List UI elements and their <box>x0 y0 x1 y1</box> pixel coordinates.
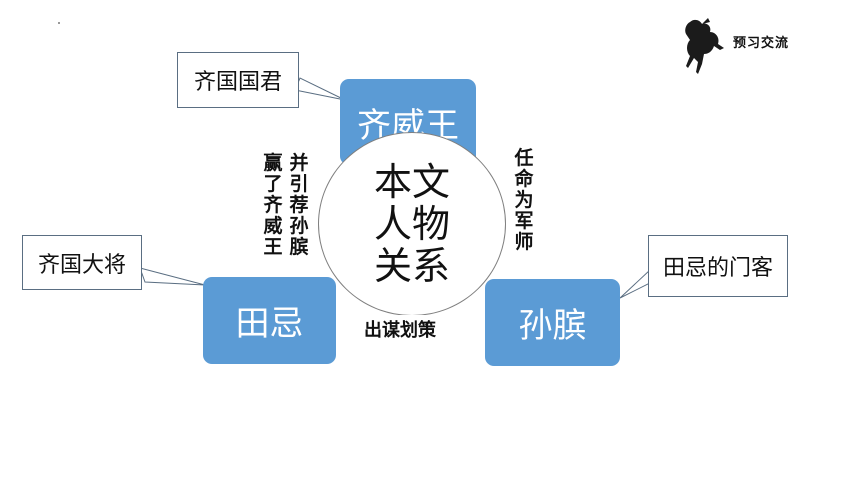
center-topic: 本文 人物 关系 <box>318 132 506 316</box>
galloping-horse-icon <box>685 18 724 74</box>
callout-pointer-tianji <box>139 267 206 286</box>
node-tianji: 田忌 <box>203 277 336 364</box>
section-title: 预习交流 <box>733 36 790 51</box>
callout-tianji-text: 齐国大将 <box>37 252 126 278</box>
node-sunbin: 孙膑 <box>485 279 620 366</box>
callout-pointer-sunbin <box>619 268 651 299</box>
relation-advise: 出谋划策 <box>360 315 440 343</box>
relation-appoint: 任命为军师 <box>514 147 534 253</box>
relation-recommend: 并引荐孙膑 <box>289 152 309 258</box>
callout-pointer-qiweiwang <box>294 77 346 101</box>
callout-qiweiwang-text: 齐国国君 <box>193 70 282 95</box>
relation-beat-king: 赢了齐威王 <box>263 152 283 258</box>
node-sunbin-label: 孙膑 <box>518 306 587 346</box>
center-line-2: 人物 <box>373 202 450 246</box>
center-line-3: 关系 <box>373 244 450 288</box>
callout-qiweiwang: 齐国国君 <box>177 52 299 108</box>
decor-dot <box>58 22 60 24</box>
callout-sunbin-text: 田忌的门客 <box>662 256 773 281</box>
callout-tianji: 齐国大将 <box>22 235 142 290</box>
callout-sunbin: 田忌的门客 <box>648 235 788 297</box>
node-tianji-label: 田忌 <box>235 304 304 344</box>
center-line-1: 本文 <box>373 160 450 204</box>
